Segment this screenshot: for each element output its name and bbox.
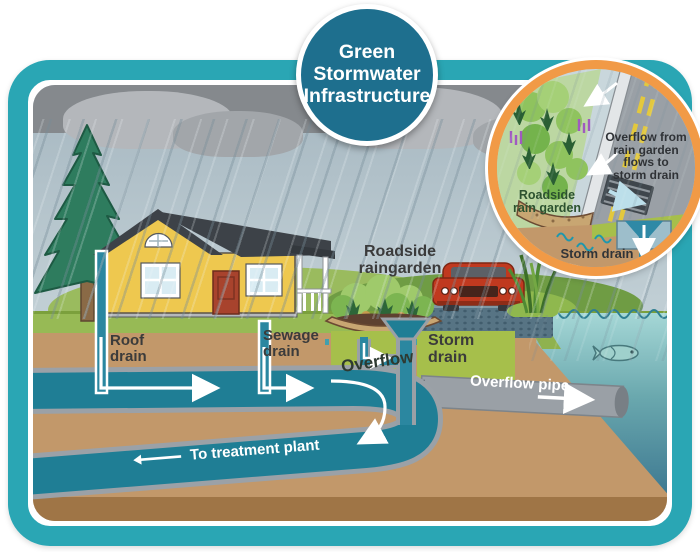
to-grate-arrow-icon xyxy=(608,180,647,212)
sewage-drain-label: Sewage drain xyxy=(263,327,319,361)
car xyxy=(432,262,525,311)
title-badge: Green Stormwater Infrastructure xyxy=(296,4,438,146)
flow-arrow-icon xyxy=(99,337,221,403)
inset-illustration xyxy=(497,69,695,267)
flow-arrow-icon xyxy=(262,347,315,403)
overflow-arrow-icon xyxy=(586,152,619,176)
page-title: Green Stormwater Infrastructure xyxy=(303,41,431,107)
flow-arrow-icon xyxy=(362,343,393,370)
cloud-icon xyxy=(173,111,303,157)
overflow-pipe xyxy=(419,375,629,419)
infiltration-arrows xyxy=(556,232,612,252)
sewer-pipe xyxy=(33,369,439,495)
storm-drain-funnel xyxy=(380,317,432,341)
inset-overflow-note: Overflow from rain garden flows to storm… xyxy=(605,130,687,182)
storm-drain-label: Storm drain xyxy=(428,332,475,367)
roof-drain-pipe xyxy=(94,249,109,395)
roadside-raingarden-label: Roadside raingarden xyxy=(358,243,442,278)
fish-icon xyxy=(592,344,639,362)
roof-drain-label: Roof drain xyxy=(110,332,147,366)
left-arrow-icon xyxy=(133,454,182,465)
flow-arrow-icon xyxy=(330,379,389,445)
house xyxy=(93,209,335,318)
inset-storm-drain-label: Storm drain xyxy=(560,246,634,261)
purple-flowers xyxy=(509,119,591,145)
rain-garden-inset: Overflow from rain garden flows to storm… xyxy=(488,60,700,276)
underground-pipes xyxy=(33,249,629,500)
inset-roadside-rain-garden-label: Roadside rain garden xyxy=(512,188,582,216)
treatment-label-row: To treatment plant xyxy=(131,437,320,469)
curb-inflow-arrow-icon xyxy=(583,81,618,107)
deep-soil-layer xyxy=(33,497,667,521)
